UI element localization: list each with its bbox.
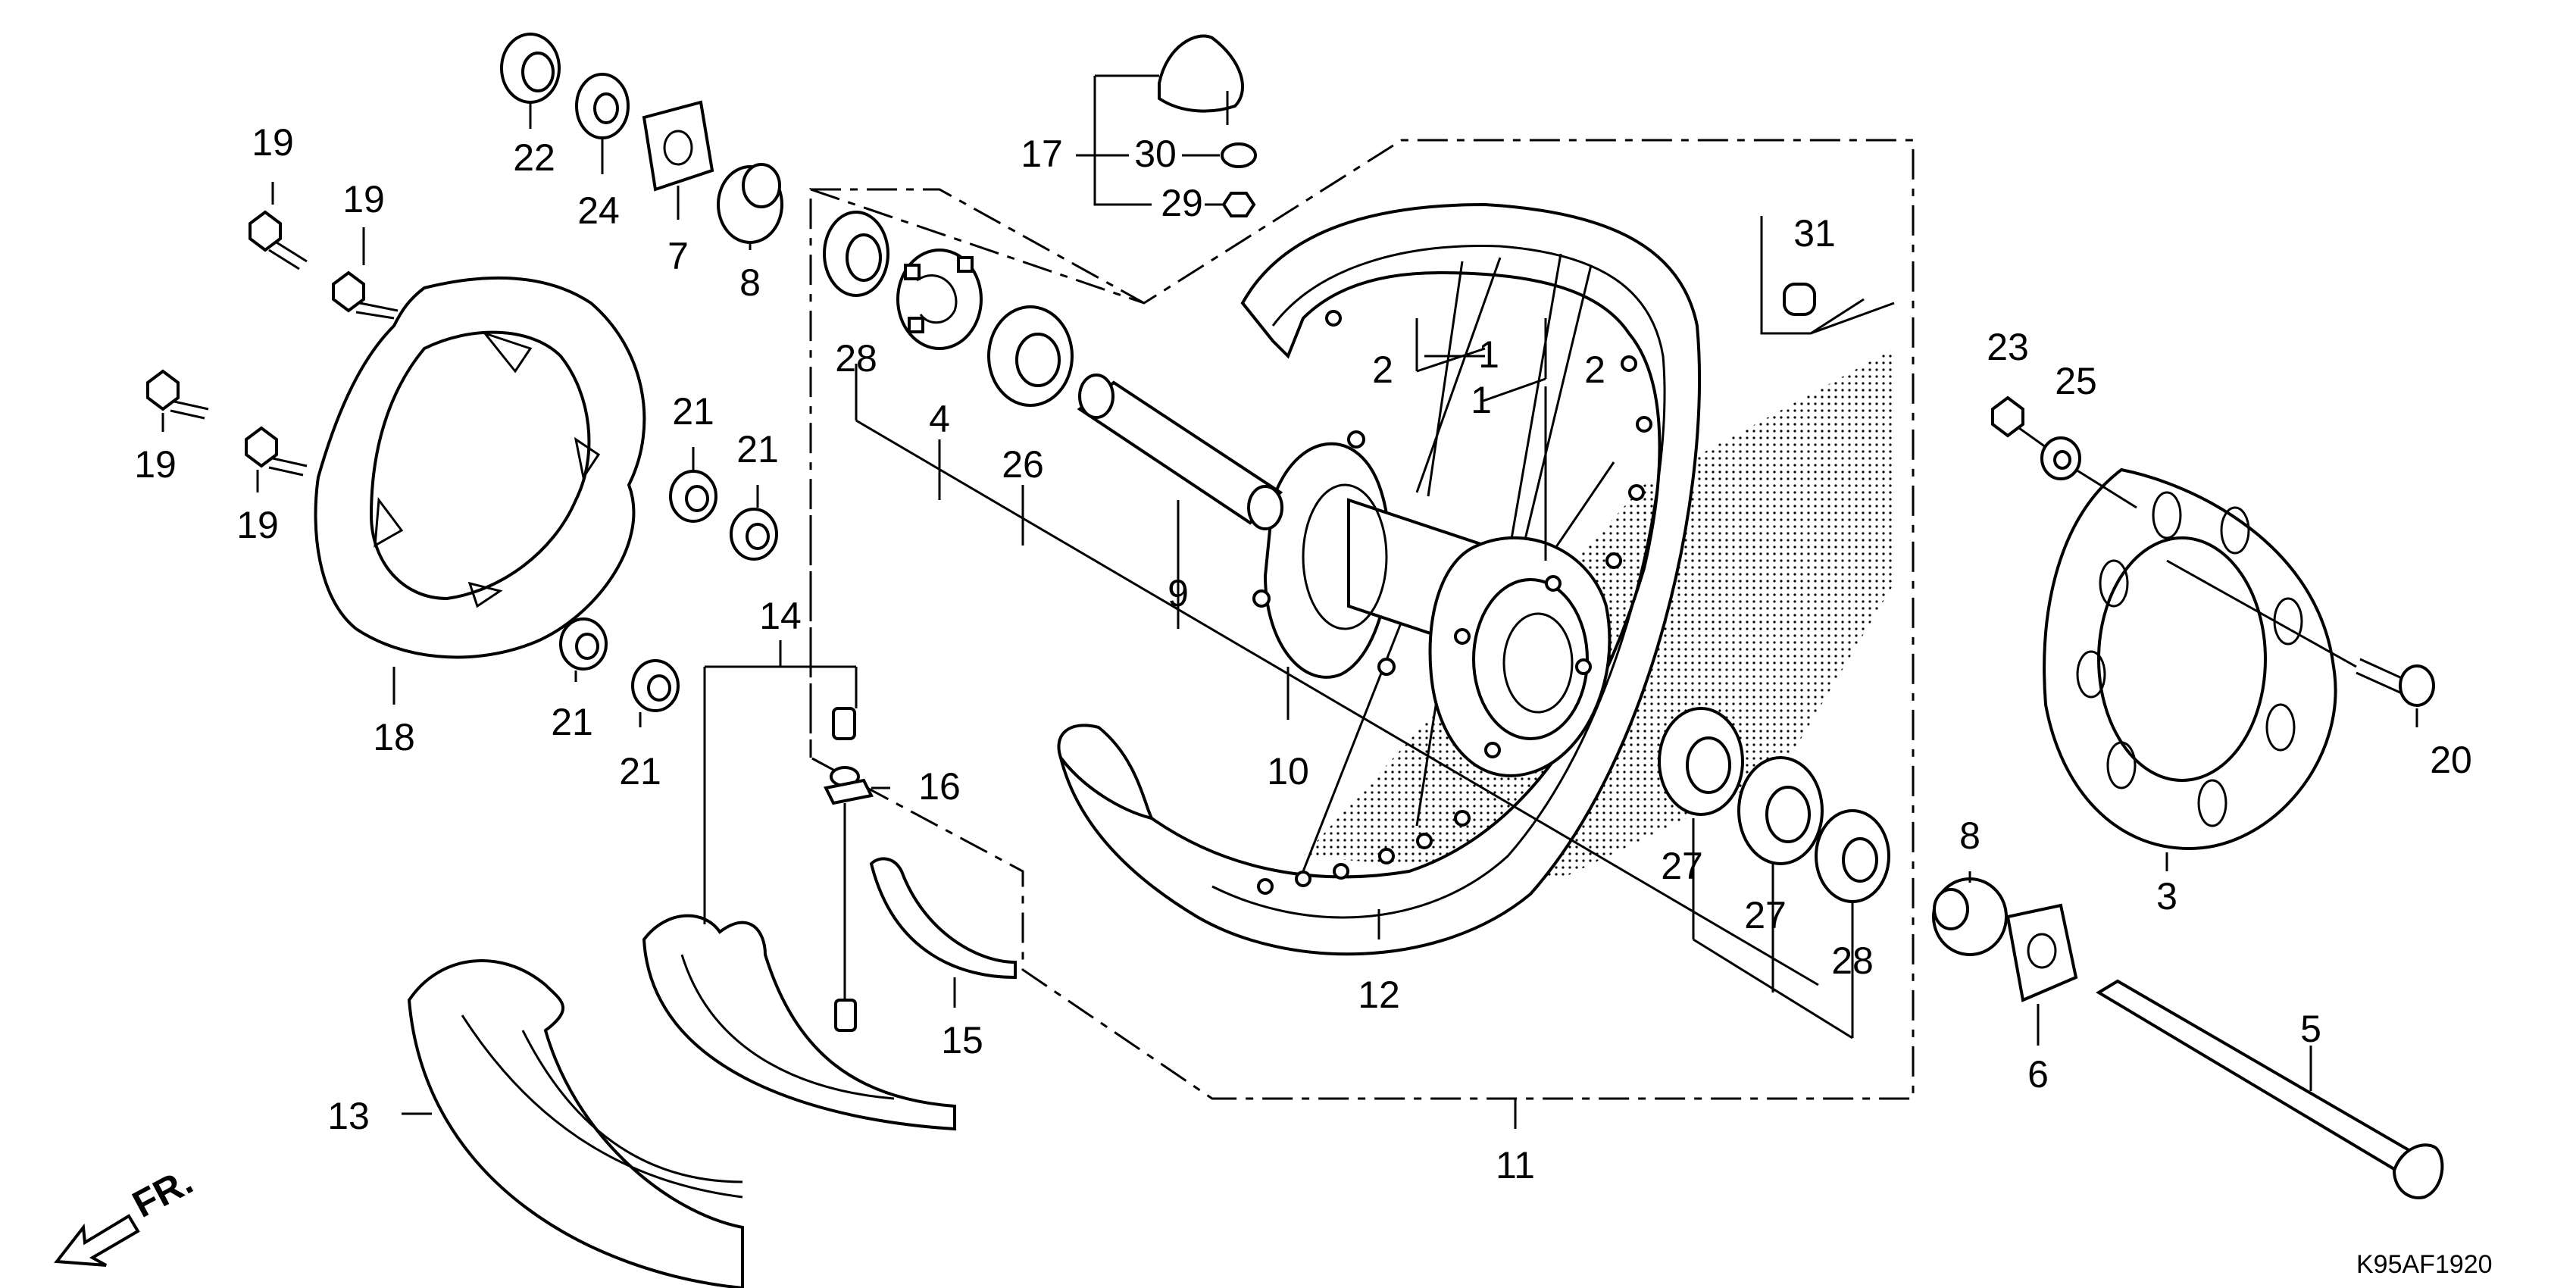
bolt-20 <box>2356 658 2435 707</box>
bearing-27a <box>1658 707 1744 816</box>
label-30: 30 <box>1134 133 1177 175</box>
label-26: 26 <box>1002 443 1044 486</box>
label-27a: 27 <box>1661 845 1703 887</box>
driven-sprocket <box>2043 467 2337 851</box>
nut-21a <box>669 470 717 523</box>
label-3: 3 <box>2156 875 2177 918</box>
wheel-assembly-dashed-box <box>809 139 1915 1100</box>
rim <box>1057 202 1702 956</box>
label-9: 9 <box>1168 572 1189 614</box>
label-24: 24 <box>577 189 620 232</box>
label-22: 22 <box>513 136 555 179</box>
collar-8a <box>717 163 783 244</box>
label-19b: 19 <box>342 178 385 220</box>
label-16: 16 <box>918 765 961 808</box>
collar-8b <box>1932 877 2008 956</box>
label-8b: 8 <box>1959 814 1980 857</box>
nut-23 <box>1991 395 2024 438</box>
rim-band-15 <box>869 857 1017 980</box>
dust-seal-right <box>1815 809 1890 903</box>
hub <box>1252 430 1612 777</box>
part-labels: 1 1 2 2 3 4 5 6 7 8 8 9 10 11 12 13 14 1… <box>134 121 2472 1186</box>
label-1b: 1 <box>1471 379 1492 421</box>
label-23: 23 <box>1987 326 2029 368</box>
label-13: 13 <box>327 1095 370 1137</box>
label-21c: 21 <box>551 701 593 743</box>
label-28a: 28 <box>835 337 877 380</box>
label-31: 31 <box>1793 212 1836 255</box>
rim-lock <box>1158 34 1257 217</box>
label-12: 12 <box>1358 974 1400 1016</box>
label-7: 7 <box>667 235 689 277</box>
label-4: 4 <box>929 398 950 440</box>
leader-lines <box>161 74 2418 1129</box>
label-21b: 21 <box>736 428 779 470</box>
distance-collar <box>1077 374 1283 530</box>
brake-disc <box>314 276 646 659</box>
label-11: 11 <box>1496 1144 1535 1186</box>
adjuster-7 <box>642 100 714 192</box>
label-2a: 2 <box>1372 349 1393 391</box>
sprocket-flange <box>896 249 983 350</box>
label-5: 5 <box>2300 1008 2321 1050</box>
tube-14 <box>642 914 956 1131</box>
label-17: 17 <box>1021 133 1063 175</box>
label-19c: 19 <box>134 443 177 486</box>
dust-seal-left <box>823 211 889 297</box>
bolt-19d <box>245 426 308 477</box>
bearing-27b <box>1737 756 1824 865</box>
label-14: 14 <box>759 595 802 637</box>
label-28b: 28 <box>1831 939 1874 982</box>
label-19a: 19 <box>252 121 294 164</box>
valve-16 <box>824 707 874 1032</box>
nut-22 <box>500 33 561 104</box>
bolt-19c <box>146 369 209 420</box>
label-15: 15 <box>941 1019 983 1061</box>
label-10: 10 <box>1267 750 1309 792</box>
hub-subassembly-dashed-box <box>809 188 1145 758</box>
label-20: 20 <box>2430 739 2472 781</box>
washer-24 <box>575 73 630 139</box>
label-27b: 27 <box>1744 894 1787 936</box>
label-6: 6 <box>2027 1053 2049 1096</box>
nut-21c <box>559 617 608 671</box>
label-21a: 21 <box>672 390 714 433</box>
tire-13 <box>407 958 744 1288</box>
bolt-19b <box>332 270 399 320</box>
nut-21d <box>631 659 680 712</box>
front-indicator: FR. <box>54 1160 199 1267</box>
label-1a: 1 <box>1478 333 1499 376</box>
washer-25 <box>2040 436 2081 480</box>
bolt-19a <box>249 210 308 270</box>
label-19d: 19 <box>236 504 279 546</box>
label-29: 29 <box>1161 182 1203 224</box>
bearing-26 <box>987 305 1074 407</box>
label-2b: 2 <box>1584 349 1605 391</box>
axle-5 <box>2096 979 2444 1199</box>
label-25: 25 <box>2055 360 2097 402</box>
label-8a: 8 <box>739 261 761 304</box>
adjuster-6 <box>2005 903 2078 1002</box>
nut-21b <box>730 508 778 561</box>
label-18: 18 <box>373 716 415 758</box>
diagram-code: K95AF1920 <box>2356 1250 2493 1279</box>
front-indicator-text: FR. <box>126 1160 199 1226</box>
balancer-cap <box>1760 216 1895 335</box>
front-arrow-icon <box>54 1214 140 1267</box>
label-21d: 21 <box>619 750 661 792</box>
